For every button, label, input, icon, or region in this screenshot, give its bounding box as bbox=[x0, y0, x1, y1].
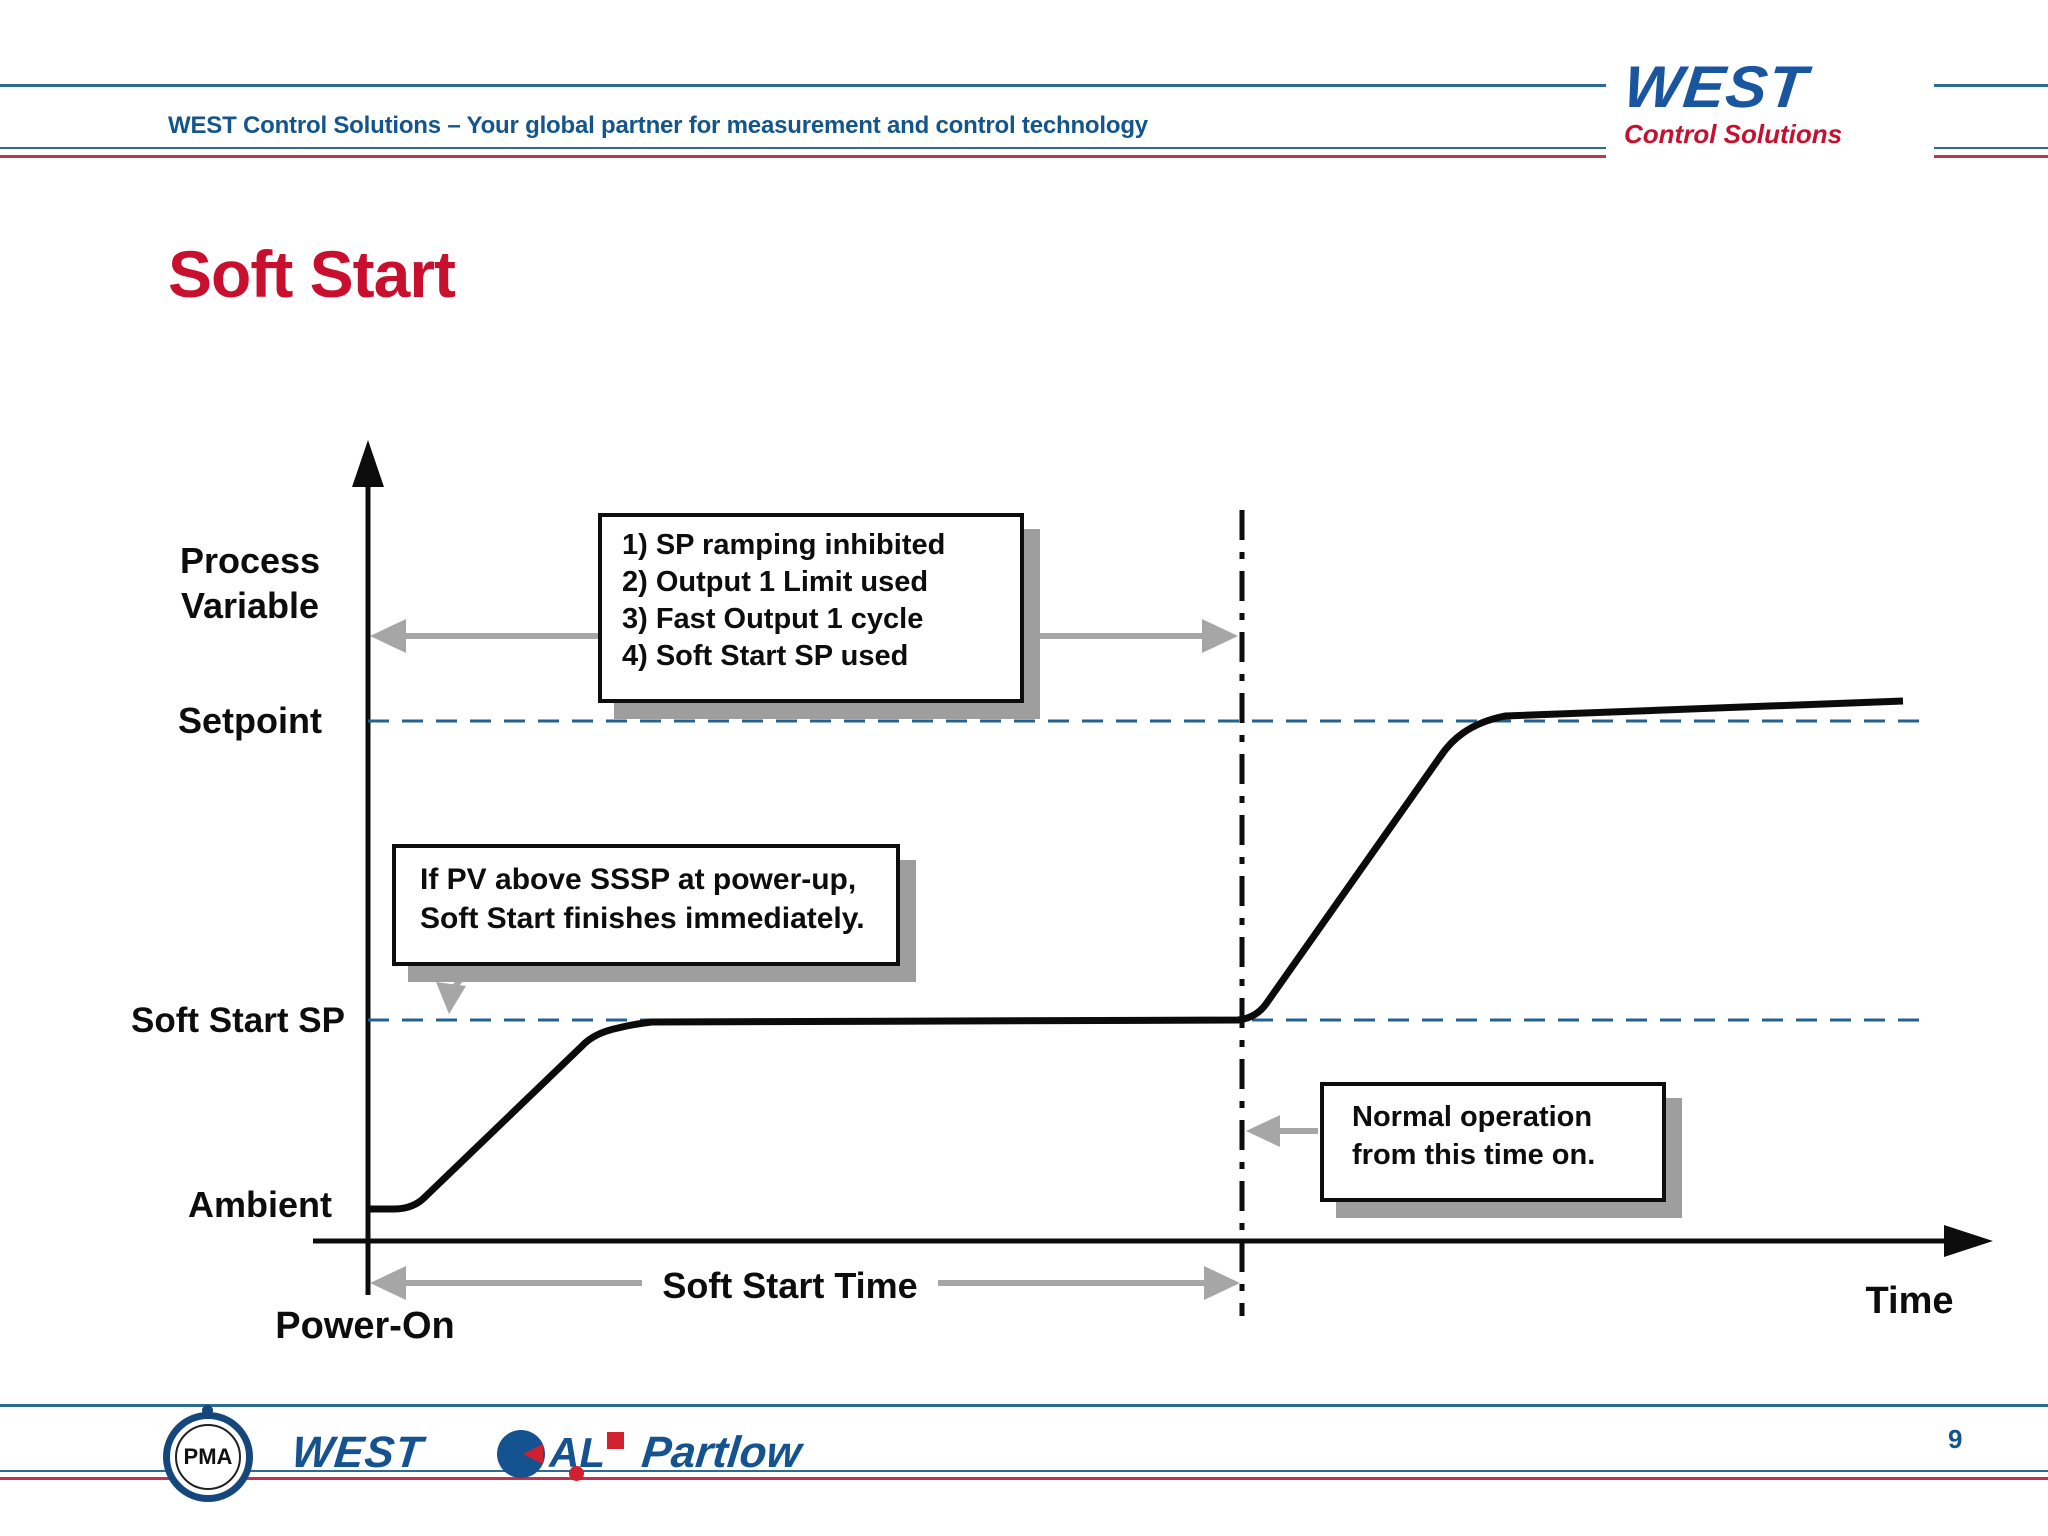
soft-start-time-label: Soft Start Time bbox=[642, 1259, 938, 1317]
footer-rule-red bbox=[0, 1477, 2048, 1480]
setpoint-label: Setpoint bbox=[178, 700, 322, 741]
header-rule-blue-bottom bbox=[0, 147, 2048, 149]
normal-op-arrow-head-icon bbox=[1246, 1115, 1280, 1147]
header-rule-blue-top bbox=[0, 84, 2048, 87]
cal-logo-square-icon bbox=[607, 1432, 624, 1449]
pv-above-sssp-callout: If PV above SSSP at power-up, Soft Start… bbox=[392, 844, 900, 966]
callout-line: Normal operation bbox=[1352, 1101, 1593, 1133]
footer-rule-blue-bottom bbox=[0, 1470, 2048, 1472]
pma-logo: PMA bbox=[163, 1412, 253, 1502]
soft-start-time-arrow-left-icon bbox=[370, 1266, 406, 1300]
west-logo-wordmark: WEST bbox=[1620, 54, 1811, 121]
footer-partlow-logo: Partlow bbox=[639, 1428, 804, 1477]
callout-line: Soft Start finishes immediately. bbox=[420, 902, 865, 935]
page-title: Soft Start bbox=[168, 237, 456, 311]
page-number: 9 bbox=[1948, 1424, 1963, 1454]
span-arrow-left-icon bbox=[370, 619, 406, 653]
west-logo: WEST Control Solutions bbox=[1606, 54, 1934, 176]
callout-line: 4) Soft Start SP used bbox=[622, 640, 909, 672]
y-axis-title-line2: Variable bbox=[180, 585, 320, 626]
callout-line: 3) Fast Output 1 cycle bbox=[622, 603, 924, 635]
header-tagline: WEST Control Solutions – Your global par… bbox=[168, 112, 1148, 139]
west-logo-subtitle: Control Solutions bbox=[1624, 119, 1843, 149]
normal-operation-callout: Normal operation from this time on. bbox=[1320, 1082, 1666, 1202]
cal-logo-c-icon bbox=[497, 1430, 545, 1478]
callout-line: 1) SP ramping inhibited bbox=[622, 529, 946, 561]
ambient-label: Ambient bbox=[188, 1184, 332, 1225]
cal-logo: AL bbox=[497, 1430, 624, 1481]
soft-start-sp-label: Soft Start SP bbox=[131, 1001, 345, 1040]
callout-line: from this time on. bbox=[1352, 1139, 1596, 1171]
y-axis-title-line1: Process bbox=[179, 540, 321, 581]
power-on-label: Power-On bbox=[275, 1305, 455, 1347]
time-axis-label: Time bbox=[1865, 1280, 1954, 1322]
pma-logo-text: PMA bbox=[175, 1424, 241, 1490]
y-axis-title: Process Variable bbox=[140, 538, 360, 628]
header-rule-red bbox=[0, 155, 2048, 158]
cal-logo-wedge-icon bbox=[523, 1444, 543, 1464]
footer-west-logo: WEST bbox=[289, 1428, 426, 1477]
span-arrow-right-icon bbox=[1202, 619, 1238, 653]
cal-logo-drop-icon bbox=[569, 1466, 584, 1481]
soft-start-actions-callout: 1) SP ramping inhibited 2) Output 1 Limi… bbox=[598, 513, 1024, 703]
y-axis-arrow-icon bbox=[352, 440, 384, 487]
x-axis-arrow-icon bbox=[1944, 1225, 1993, 1257]
soft-start-time-arrow-right-icon bbox=[1204, 1266, 1240, 1300]
callout-line: 2) Output 1 Limit used bbox=[622, 566, 929, 598]
callout-line: If PV above SSSP at power-up, bbox=[420, 863, 857, 896]
pma-logo-dot-icon bbox=[202, 1405, 213, 1416]
process-variable-curve bbox=[368, 697, 1904, 1213]
footer-rule-blue-top bbox=[0, 1404, 2048, 1407]
pv-callout-arrow-head-icon bbox=[436, 982, 466, 1014]
